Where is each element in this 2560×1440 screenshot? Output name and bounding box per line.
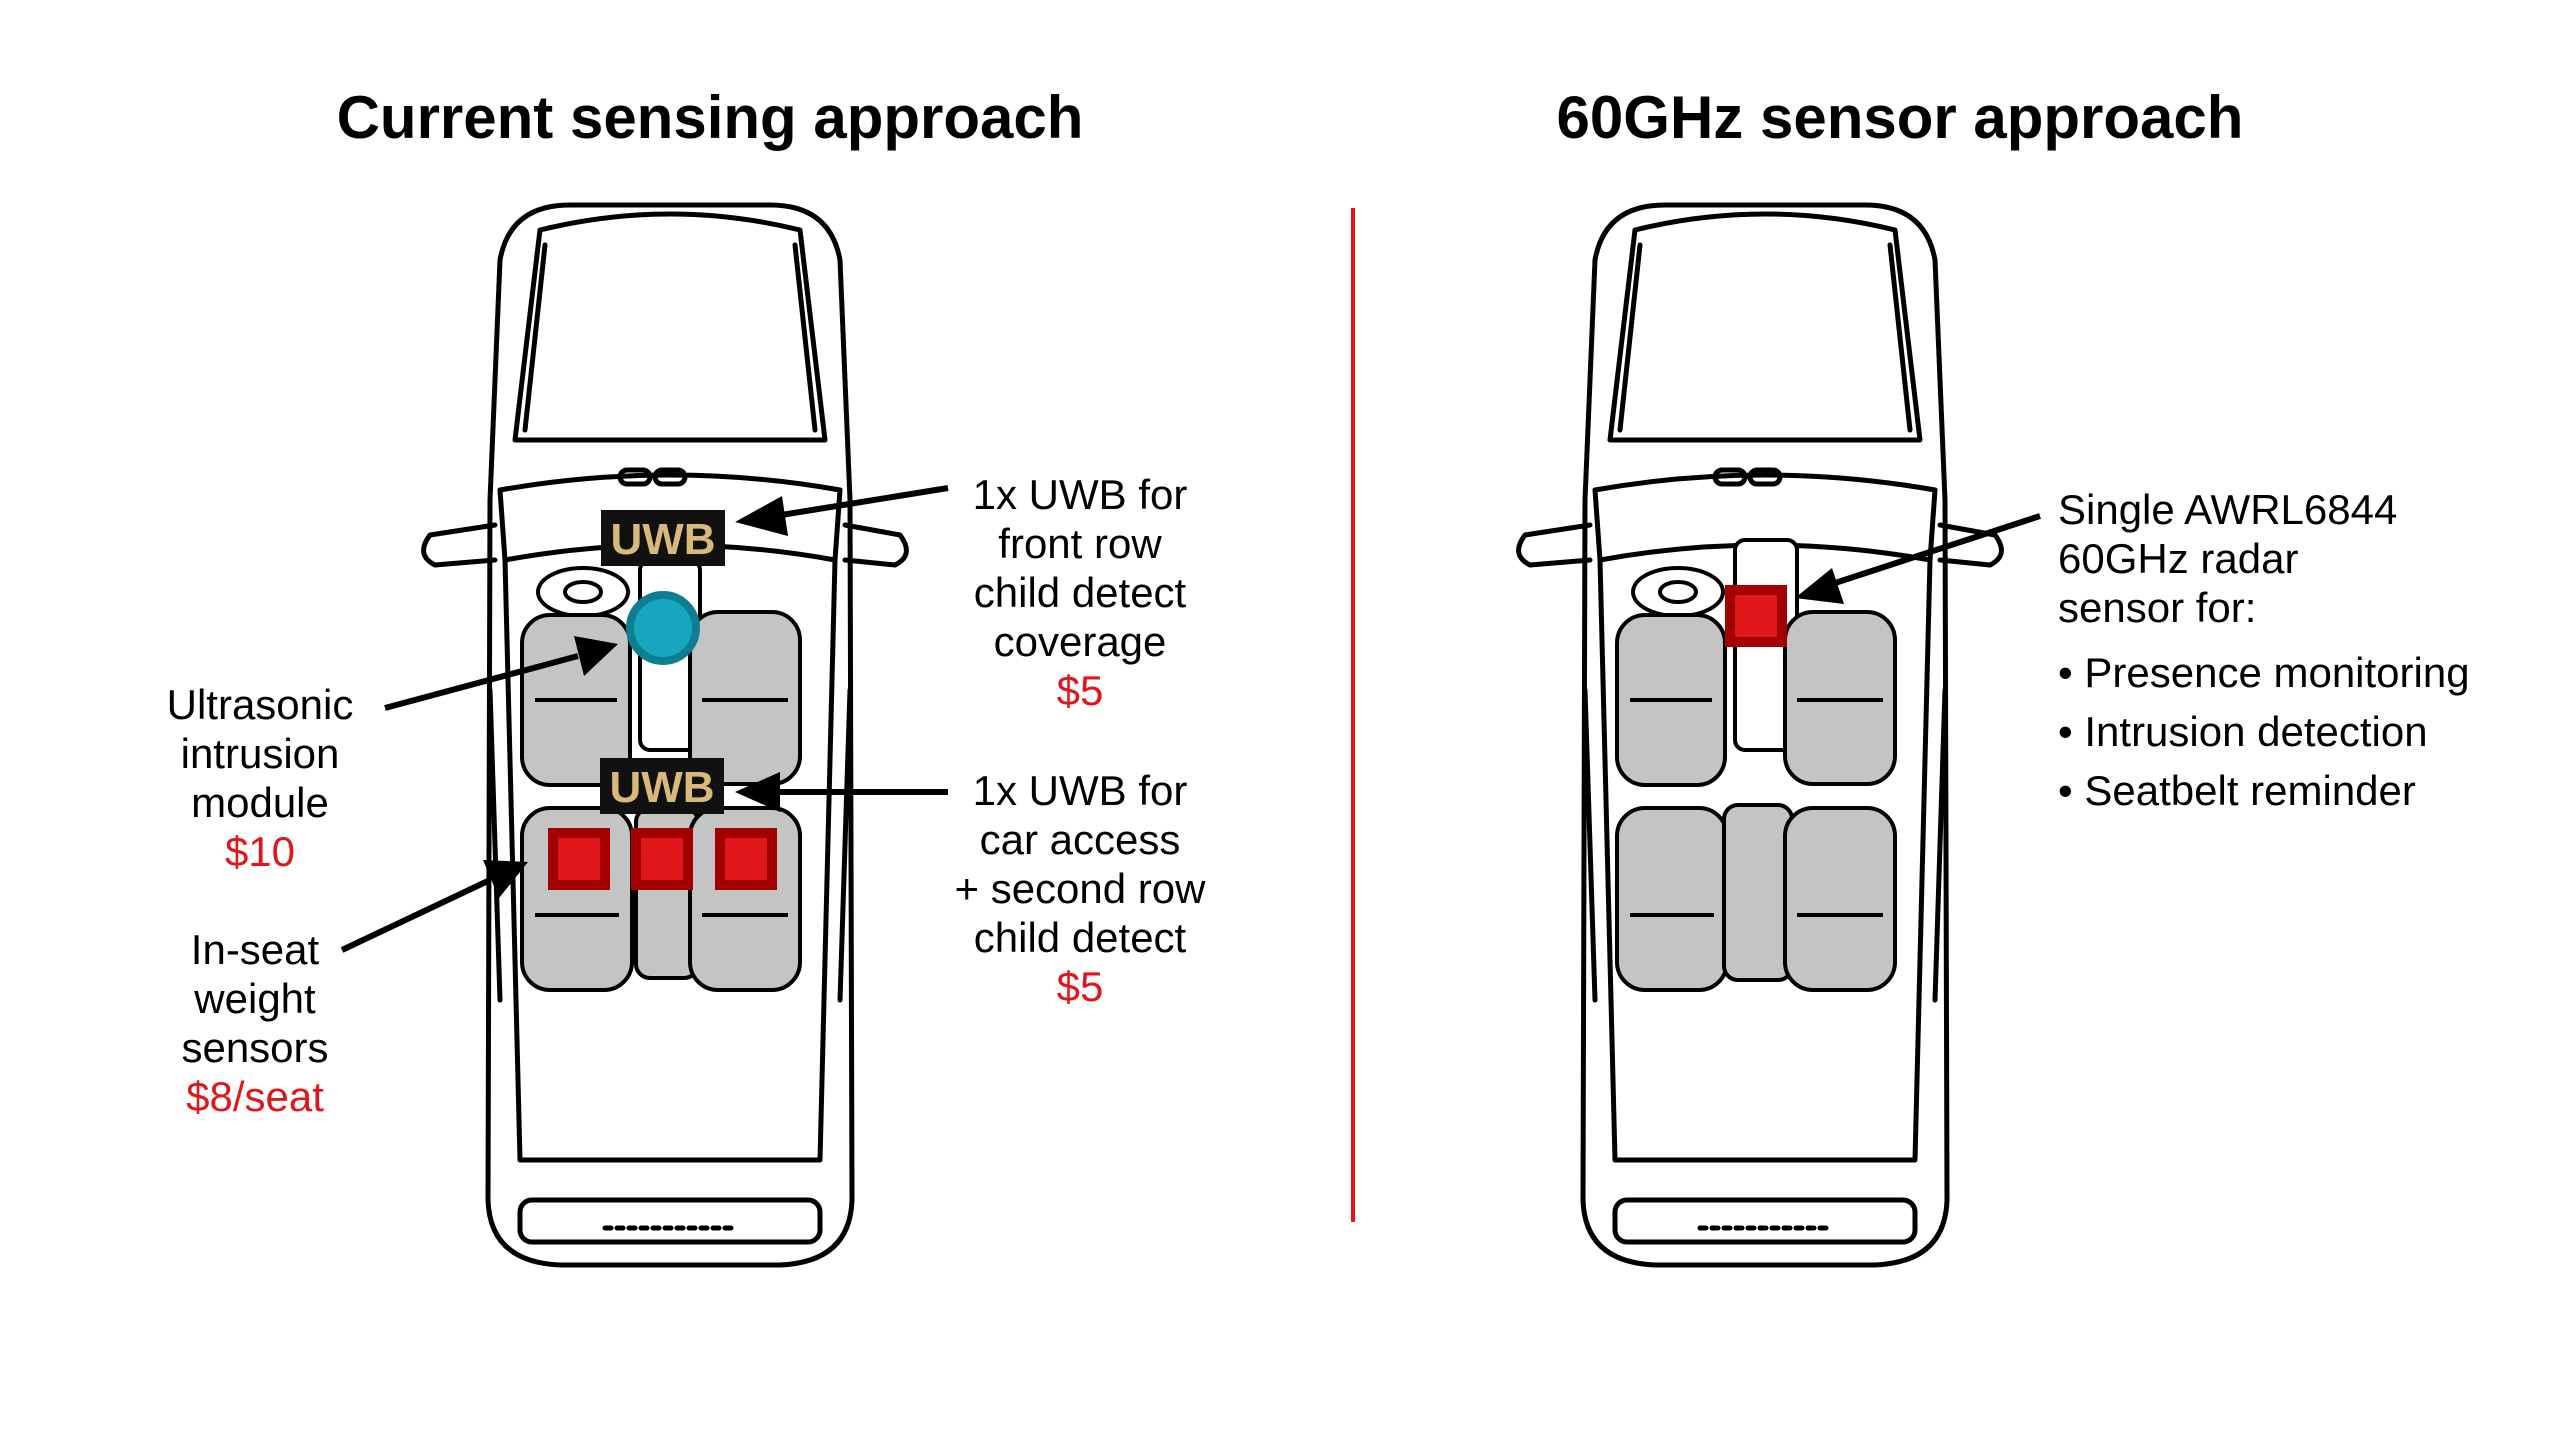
arrowhead-uwb-front [735,496,788,536]
label-weight-price: $8/seat [186,1073,324,1120]
title-current-approach: Current sensing approach [336,84,1084,151]
radar-feature-list: • Presence monitoring • Intrusion detect… [2058,643,2470,820]
car-right [1516,202,2004,1268]
label-weight-line-1: In-seat [190,926,320,973]
seats-right [1615,610,1897,992]
label-radar-line-2: 60GHz radar [2058,535,2299,582]
arrow-radar-shaft [1831,513,2041,587]
car-left [421,202,909,1268]
radar-feature-presence: • Presence monitoring [2058,649,2470,696]
label-uwb-rear: 1x UWB for car access + second row child… [920,766,1240,1011]
arrowhead-weight [483,860,528,898]
label-uwb-front-line-2: front row [998,520,1162,567]
radar-sensor-marker [1725,585,1787,647]
radar-feature-seatbelt: • Seatbelt reminder [2058,767,2416,814]
label-ultrasonic: Ultrasonic intrusion module $10 [120,680,400,876]
weight-sensor-middle-seat [631,828,693,890]
arrows-left [340,485,949,953]
arrowhead-radar [1795,568,1844,604]
label-weight-sensors: In-seat weight sensors $8/seat [120,925,390,1121]
label-weight-line-2: weight [194,975,316,1022]
weight-sensor-right-seat [715,828,777,890]
title-60ghz-approach: 60GHz sensor approach [1556,84,2244,151]
arrow-radar [1795,513,2041,604]
label-uwb-rear-price: $5 [1056,963,1104,1010]
label-uwb-front-line-1: 1x UWB for [972,471,1188,518]
label-radar-sensor: Single AWRL6844 60GHz radar sensor for: [2058,485,2397,632]
arrowhead-ultrasonic [574,636,618,676]
weight-sensor-markers [548,828,777,890]
uwb-badge-front: UWB [601,510,725,566]
label-ultrasonic-line-2: intrusion [180,730,340,777]
label-uwb-rear-line-1: 1x UWB for [972,767,1188,814]
uwb-badge-rear-label: UWB [609,763,714,812]
arrow-ultrasonic [384,653,579,711]
label-uwb-front-price: $5 [1056,667,1104,714]
label-weight-line-3: sensors [181,1024,329,1071]
label-uwb-front-line-3: child detect [973,569,1187,616]
arrowhead-uwb-rear [735,772,780,812]
label-uwb-front-line-4: coverage [993,618,1167,665]
uwb-badge-front-label: UWB [610,515,715,564]
radar-feature-intrusion: • Intrusion detection [2058,708,2428,755]
label-radar-line-1: Single AWRL6844 [2058,486,2398,533]
label-ultrasonic-line-3: module [191,779,329,826]
ultrasonic-module-marker [626,591,700,665]
label-radar-line-3: sensor for: [2058,584,2257,631]
label-uwb-rear-line-2: car access [979,816,1181,863]
arrow-uwb-front [774,485,949,519]
label-uwb-front: 1x UWB for front row child detect covera… [920,470,1240,715]
label-ultrasonic-price: $10 [224,828,296,875]
arrow-weight [340,877,492,953]
uwb-badge-rear: UWB [600,758,724,814]
label-ultrasonic-line-1: Ultrasonic [166,681,354,728]
label-uwb-rear-line-4: child detect [973,914,1187,961]
label-uwb-rear-line-3: + second row [954,865,1206,912]
weight-sensor-left-seat [548,828,610,890]
